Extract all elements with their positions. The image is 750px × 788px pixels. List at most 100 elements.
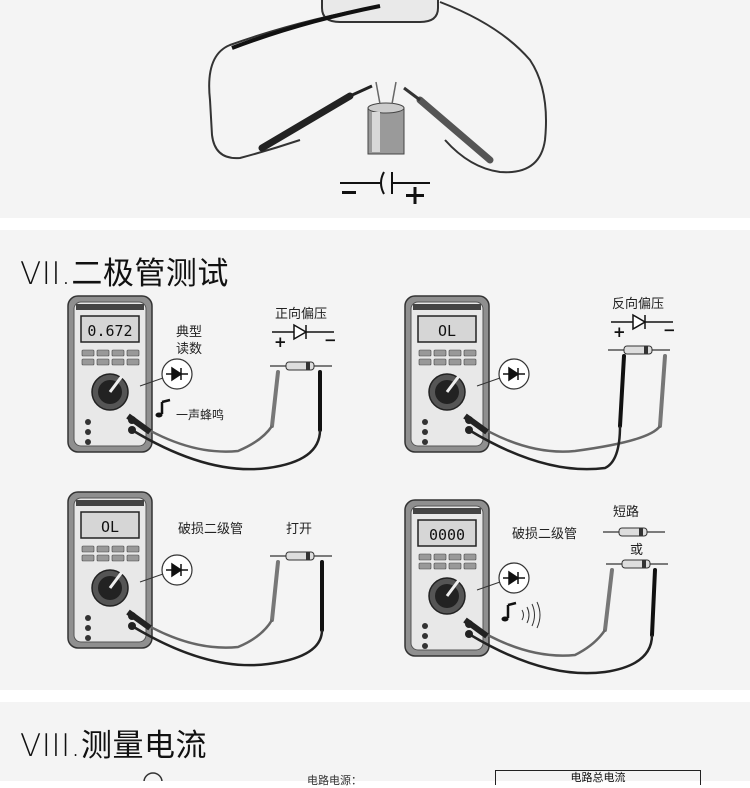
- meter-button: [81, 554, 95, 562]
- typical-reading-line2: 读数: [176, 342, 203, 357]
- meter-button: [418, 553, 432, 561]
- bubble-pointer: [139, 377, 164, 387]
- reverse-bias-label: 反向偏压: [612, 297, 665, 312]
- meter-jack: [85, 625, 91, 631]
- meter-button: [126, 358, 140, 366]
- meter-jack: [422, 633, 428, 639]
- forward-diode-symbol: +−: [272, 323, 337, 351]
- meter4-probe-plug: [463, 617, 489, 639]
- probe-red-3: [270, 560, 280, 622]
- meter-display-value: 0.672: [87, 322, 132, 340]
- short-label: 短路: [613, 505, 640, 520]
- left-probe-handle: [258, 92, 354, 152]
- multimeter-2: OL: [404, 295, 530, 453]
- meter-button: [81, 545, 95, 553]
- meter2-red-lead: [468, 418, 662, 453]
- meter-lcd: [80, 315, 140, 343]
- left-probe-tip: [349, 84, 373, 98]
- meter2-black-lead: [468, 425, 622, 471]
- current-test-panel: VIII.测量电流 电路电源： 电路总电流: [0, 702, 750, 787]
- short-diode-component-1: [603, 527, 665, 537]
- meter-button: [126, 545, 140, 553]
- meter-button: [463, 562, 477, 570]
- meter-button: [111, 349, 125, 357]
- reverse-diode-component: [608, 345, 670, 355]
- capacitor-symbol: [340, 171, 430, 204]
- circuit-power-label: 电路电源：: [307, 774, 362, 787]
- meter-jack: [85, 429, 91, 435]
- meter-button: [433, 349, 447, 357]
- diode-mode-icon: [166, 366, 188, 382]
- meter-button: [96, 349, 110, 357]
- meter-button: [418, 358, 432, 366]
- bubble-pointer: [476, 581, 501, 591]
- meter-button: [111, 545, 125, 553]
- plus-sign-v: [413, 187, 417, 204]
- meter-dial-pointer: [108, 375, 124, 393]
- meter-brand-strip: [413, 508, 481, 514]
- meter-button: [433, 553, 447, 561]
- meter-button: [81, 358, 95, 366]
- meter-jack: [85, 635, 91, 641]
- diode-mode-icon: [166, 562, 188, 578]
- meter-jack: [422, 623, 428, 629]
- probe-red-1: [270, 370, 280, 428]
- meter-display-value: 0000: [429, 526, 465, 544]
- open-label: 打开: [286, 522, 313, 537]
- beep-note-head: [155, 412, 163, 418]
- polarity-plus: +: [274, 333, 287, 351]
- typical-reading-line1: 典型: [176, 325, 203, 340]
- multimeter-1: 0.672: [67, 295, 193, 453]
- meter-button: [448, 349, 462, 357]
- beep-note-icon: [160, 398, 171, 414]
- meter-lcd: [417, 519, 477, 547]
- meter-brand-strip: [413, 304, 481, 310]
- meter-button: [96, 545, 110, 553]
- sound-waves-icon: [521, 601, 541, 629]
- multimeter-4: 0000: [404, 499, 530, 657]
- meter-button: [81, 349, 95, 357]
- meter-bottom-edge: [321, 0, 439, 23]
- meter-button: [96, 554, 110, 562]
- short-diode-component-2: [606, 559, 668, 569]
- multimeter-3: OL: [67, 491, 193, 649]
- meter-jack: [422, 429, 428, 435]
- meter3-black-lead: [131, 624, 324, 667]
- right-probe-handle: [416, 96, 494, 164]
- probe-black-2: [618, 354, 626, 428]
- meter-button: [418, 349, 432, 357]
- right-test-lead: [439, 1, 547, 174]
- typical-reading-label: 典型 读数: [176, 324, 206, 358]
- meter1-black-lead: [131, 428, 322, 471]
- meter-button: [126, 554, 140, 562]
- continuous-beep-note-head: [501, 616, 509, 622]
- meter4-red-lead: [468, 622, 607, 657]
- meter-button: [96, 358, 110, 366]
- meter-lcd: [80, 511, 140, 539]
- meter-jack: [422, 439, 428, 445]
- left-lead-dark: [231, 4, 381, 50]
- meter-jack: [85, 615, 91, 621]
- meter-button: [111, 358, 125, 366]
- bubble-pointer: [139, 573, 164, 583]
- damaged-diode-label-1: 破损二级管: [178, 522, 244, 537]
- meter-lcd: [417, 315, 477, 343]
- meter-button: [433, 358, 447, 366]
- meter1-red-lead: [131, 418, 274, 453]
- meter-jack: [422, 643, 428, 649]
- meter4-black-lead: [468, 632, 654, 675]
- polarity-minus: −: [663, 321, 676, 339]
- section-title-current: VIII.测量电流: [20, 728, 207, 764]
- meter-brand-strip: [76, 304, 144, 310]
- current-diagram-top: [143, 772, 163, 781]
- meter-dial-pointer: [445, 375, 461, 393]
- meter-display-value: OL: [101, 518, 119, 536]
- meter-dial-pointer: [445, 579, 461, 597]
- continuous-beep-icon: [506, 601, 517, 618]
- capacitor-diagram: [208, 0, 547, 204]
- or-label: 或: [630, 543, 644, 558]
- meter-button: [463, 349, 477, 357]
- meter-button: [448, 553, 462, 561]
- meter1-probe-plug: [126, 413, 152, 435]
